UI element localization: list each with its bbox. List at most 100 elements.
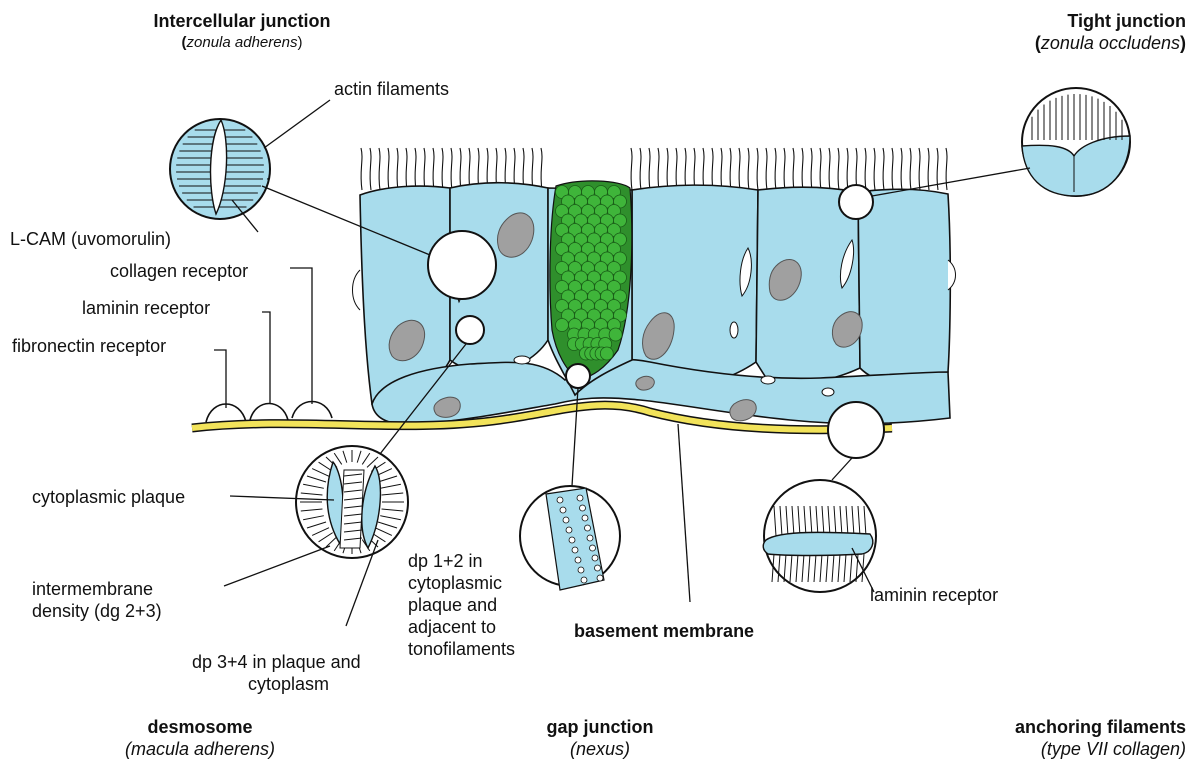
desmosome-mark — [822, 388, 834, 396]
apical-bleb — [353, 270, 361, 310]
microvillus — [784, 148, 785, 190]
microvillus — [388, 148, 389, 190]
dp12-label-5: tonofilaments — [408, 638, 515, 660]
microvillus — [433, 148, 434, 190]
desmosome-subtitle: (macula adherens) — [100, 738, 300, 760]
microvillus — [406, 148, 407, 190]
dp34-label-1: dp 3+4 in plaque and — [192, 651, 361, 673]
lcam-label: L-CAM (uvomorulin) — [10, 228, 171, 250]
intermembrane-label-2: density (dg 2+3) — [32, 600, 162, 622]
microvillus — [541, 148, 542, 190]
connexon — [585, 525, 591, 531]
desmosome-title: desmosome — [100, 716, 300, 738]
anchoring-circle — [828, 402, 884, 458]
microvillus — [631, 148, 632, 190]
microvillus — [919, 148, 920, 190]
gap-junction-circle — [566, 364, 590, 388]
microvillus — [694, 148, 695, 190]
leader-actin — [264, 100, 330, 148]
laminin-receptor-right-label: laminin receptor — [870, 584, 998, 606]
microvillus — [640, 148, 641, 190]
dp12-label-2: cytoplasmic — [408, 572, 502, 594]
microvillus — [892, 148, 893, 190]
leader-collagen — [290, 268, 312, 404]
desmosome-mark — [730, 322, 738, 338]
basement-membrane-label: basement membrane — [574, 620, 754, 642]
connexon — [590, 545, 596, 551]
microvillus — [856, 148, 857, 190]
connexon — [581, 577, 587, 583]
connexon — [587, 535, 593, 541]
leader-intermembrane — [224, 546, 330, 586]
leader-anchoring — [832, 458, 852, 480]
connexon — [595, 565, 601, 571]
tight-subtitle-text: zonula occludens — [1041, 33, 1180, 53]
laminin-receptor-bump — [250, 404, 288, 421]
microvillus — [415, 148, 416, 190]
microvillus — [460, 148, 461, 190]
microvillus — [775, 148, 776, 190]
connexon — [563, 517, 569, 523]
cytoplasmic-plaque-label: cytoplasmic plaque — [32, 486, 185, 508]
microvillus — [658, 148, 659, 190]
microvillus — [532, 148, 533, 190]
microvillus — [370, 148, 371, 190]
leader-fibronectin — [214, 350, 226, 408]
microvillus — [685, 148, 686, 190]
magnified-lens-desmosome — [296, 446, 408, 558]
connexon — [578, 567, 584, 573]
microvillus — [811, 148, 812, 190]
microvillus — [424, 148, 425, 190]
tight-junction-circle — [839, 185, 873, 219]
microvillus — [946, 148, 947, 190]
magnified-lens-anchoring — [763, 480, 876, 592]
tight-subtitle: (zonula occludens) — [960, 32, 1186, 54]
connexon — [557, 497, 563, 503]
desmosome-mark — [514, 356, 530, 364]
microvillus — [829, 148, 830, 190]
intercellular-title: Intercellular junction — [142, 10, 342, 32]
actin-label: actin filaments — [334, 78, 449, 100]
microvillus — [838, 148, 839, 190]
laminin-receptor-left-label: laminin receptor — [82, 297, 210, 319]
microvillus — [451, 148, 452, 190]
intercellular-subtitle: (zonula adherens) — [142, 32, 342, 54]
microvillus — [703, 148, 704, 190]
desmosome-mark — [761, 376, 775, 384]
receptor-bumps — [206, 402, 332, 423]
connexon — [582, 515, 588, 521]
intercellular-junction-circle — [428, 231, 496, 299]
tight-title: Tight junction — [960, 10, 1186, 32]
paren: ) — [297, 34, 302, 51]
leader-gap — [572, 388, 578, 486]
microvillus — [847, 148, 848, 190]
microvillus — [739, 148, 740, 190]
microvillus — [676, 148, 677, 190]
leader-tight — [872, 168, 1030, 196]
microvillus — [667, 148, 668, 190]
gap-subtitle: (nexus) — [520, 738, 680, 760]
collagen-receptor-label: collagen receptor — [110, 260, 248, 282]
leader-basement — [678, 424, 690, 602]
connexon — [572, 547, 578, 553]
microvillus — [820, 148, 821, 190]
intercellular-subtitle-text: zonula adherens — [187, 34, 298, 51]
connexon — [566, 527, 572, 533]
microvillus — [361, 148, 362, 190]
connexon — [597, 575, 603, 581]
connexon — [580, 505, 586, 511]
microvillus — [793, 148, 794, 190]
leader-laminin — [262, 312, 270, 404]
microvilli — [361, 148, 947, 190]
microvillus — [910, 148, 911, 190]
fibronectin-receptor-label: fibronectin receptor — [12, 335, 166, 357]
connexon — [577, 495, 583, 501]
microvillus — [442, 148, 443, 190]
magnified-lens-gap — [520, 486, 620, 590]
microvillus — [766, 148, 767, 190]
dp12-label-3: plaque and — [408, 594, 497, 616]
anchoring-subtitle: (type VII collagen) — [930, 738, 1186, 760]
microvillus — [712, 148, 713, 190]
microvillus — [802, 148, 803, 190]
